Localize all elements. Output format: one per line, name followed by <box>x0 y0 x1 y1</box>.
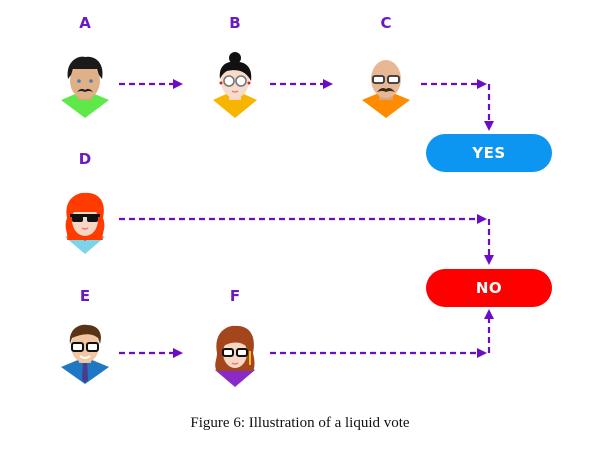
voter-label-c: C <box>380 14 392 32</box>
outcome-no: NO <box>426 269 552 307</box>
shirt <box>362 90 410 118</box>
figure-caption: Figure 6: Illustration of a liquid vote <box>190 415 410 431</box>
avatar-d <box>65 192 105 254</box>
voter-label-d: D <box>78 150 92 168</box>
voter-label-f: F <box>229 287 241 305</box>
avatar-f <box>215 325 255 387</box>
avatar-e <box>61 324 109 384</box>
mustache-icon <box>377 88 395 92</box>
avatar-c <box>362 60 410 118</box>
hair-bun <box>229 52 241 64</box>
hair <box>219 61 252 81</box>
outcome-yes: YES <box>426 134 552 172</box>
hair <box>69 324 101 344</box>
mustache-icon <box>77 88 93 92</box>
avatar-a <box>61 56 109 118</box>
voter-label-e: E <box>79 287 91 305</box>
voter-label-a: A <box>79 14 91 32</box>
voter-label-b: B <box>229 14 241 32</box>
tie <box>82 360 88 383</box>
avatar-b <box>213 52 257 118</box>
shirt <box>61 90 109 118</box>
shirt <box>213 90 257 118</box>
hair <box>67 56 103 79</box>
